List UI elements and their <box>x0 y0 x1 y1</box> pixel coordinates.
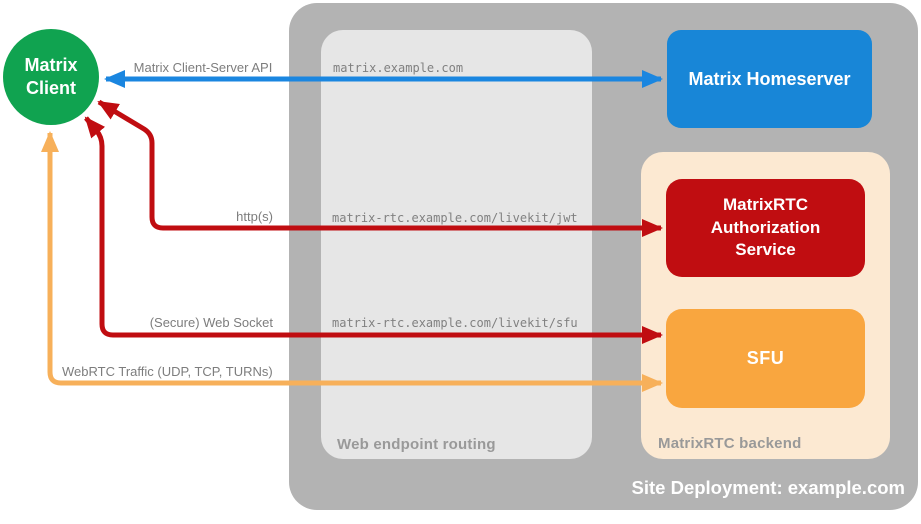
site-deployment-label: Site Deployment: example.com <box>631 477 905 498</box>
web-endpoint-routing-label: Web endpoint routing <box>337 436 496 453</box>
sfu-label: SFU <box>746 348 785 368</box>
sfu-node: SFU <box>666 309 865 408</box>
matrix-homeserver-node: Matrix Homeserver <box>667 30 872 128</box>
web-endpoint-routing-panel: Web endpoint routing <box>321 30 592 459</box>
client-server-api-arrow-label: Matrix Client-Server API <box>133 60 273 75</box>
https-arrow-label: http(s) <box>236 209 273 224</box>
websocket-arrow-label: (Secure) Web Socket <box>149 315 273 330</box>
matrixrtc-backend-label: MatrixRTC backend <box>658 435 802 452</box>
endpoint-url-livekit-jwt: matrix-rtc.example.com/livekit/jwt <box>332 211 578 225</box>
webrtc-traffic-arrow-label: WebRTC Traffic (UDP, TCP, TURNs) <box>62 364 273 379</box>
matrix-client-label-line2: Client <box>25 78 76 98</box>
matrix-client-label-line1: Matrix <box>24 54 78 75</box>
matrix-client-node: Matrix Client <box>3 29 99 125</box>
matrixrtc-authorization-service-label: MatrixRTC Authorization Service <box>710 195 821 260</box>
endpoint-url-livekit-sfu: matrix-rtc.example.com/livekit/sfu <box>332 316 578 330</box>
endpoint-url-homeserver: matrix.example.com <box>333 61 464 75</box>
matrix-homeserver-label: Matrix Homeserver <box>688 68 851 89</box>
matrixrtc-authorization-service-node: MatrixRTC Authorization Service <box>666 179 865 277</box>
